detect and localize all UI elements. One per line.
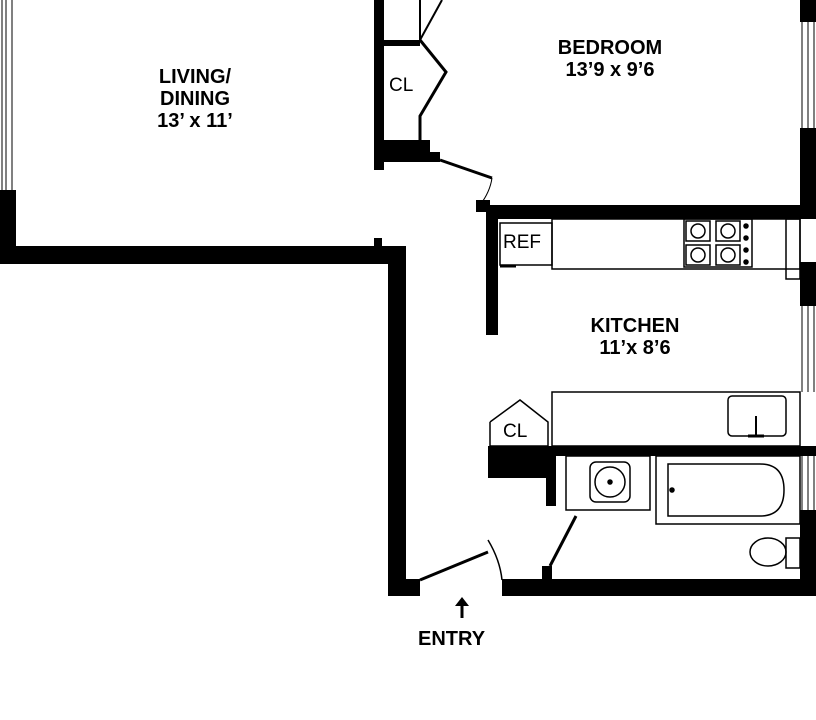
windows bbox=[1, 0, 815, 510]
refrigerator bbox=[499, 222, 553, 266]
wall-entry-left bbox=[388, 246, 406, 596]
wall-right-bath bbox=[800, 510, 816, 590]
kitchen-closet bbox=[489, 399, 549, 447]
doors bbox=[418, 0, 578, 618]
entry-arrow-icon bbox=[455, 597, 469, 618]
wall-kitchen-bath bbox=[488, 446, 816, 456]
wall-entry-bottom-right bbox=[502, 579, 816, 596]
kitchen-upper-counter bbox=[551, 218, 801, 270]
kitchen-sink bbox=[727, 395, 787, 438]
bedroom-closet-label: CL bbox=[389, 75, 414, 96]
living-dining-name: LIVING/ bbox=[158, 66, 232, 88]
living-dining-name-2: DINING bbox=[160, 88, 230, 110]
wall-left-exterior bbox=[0, 190, 16, 264]
door-entry bbox=[419, 539, 503, 582]
wall-bedroom-door-jamb bbox=[426, 152, 440, 162]
kitchen-dims: 11’x 8’6 bbox=[599, 337, 671, 359]
door-bedroom-closet bbox=[418, 0, 448, 140]
window-bedroom bbox=[801, 22, 815, 128]
wall-bedroom-closet-bottom bbox=[374, 140, 430, 162]
wall-bath-stub bbox=[542, 566, 552, 580]
kitchen-lower-counter bbox=[551, 391, 801, 447]
window-kitchen bbox=[801, 306, 815, 392]
stove bbox=[683, 218, 753, 268]
window-living bbox=[1, 0, 13, 190]
kitchen-closet-label: CL bbox=[503, 421, 528, 442]
wall-entry-stub bbox=[374, 238, 382, 248]
wall-bedroom-closet-top bbox=[384, 40, 420, 46]
living-dining-label: LIVING/ DINING 13’ x 11’ bbox=[110, 66, 280, 132]
bathroom-vanity bbox=[565, 455, 651, 511]
kitchen-label: KITCHEN 11’x 8’6 bbox=[545, 315, 725, 359]
walls bbox=[0, 0, 816, 596]
wall-kitchen-left bbox=[486, 205, 498, 335]
kitchen-fixtures bbox=[499, 218, 801, 447]
door-bath bbox=[548, 515, 578, 567]
bathtub bbox=[655, 455, 801, 525]
bedroom-label: BEDROOM 13’9 x 9’6 bbox=[520, 37, 700, 81]
refrigerator-label: REF bbox=[503, 232, 541, 253]
wall-kitchen-door-jamb bbox=[476, 200, 490, 212]
entry-label: ENTRY bbox=[418, 628, 486, 650]
wall-kitchen-top bbox=[486, 205, 816, 219]
bedroom-dims: 13’9 x 9’6 bbox=[565, 59, 655, 81]
wall-living-bedroom bbox=[374, 0, 384, 170]
wall-right-bedroom bbox=[800, 128, 816, 208]
wall-bath-closet-block bbox=[488, 446, 548, 478]
wall-living-bottom bbox=[0, 246, 406, 264]
toilet bbox=[749, 537, 801, 569]
bedroom-name: BEDROOM bbox=[557, 37, 663, 59]
wall-entry-bottom-left bbox=[388, 579, 420, 596]
living-dining-dims: 13’ x 11’ bbox=[157, 110, 233, 132]
door-bedroom bbox=[439, 158, 493, 206]
window-bath bbox=[801, 456, 815, 510]
bath-fixtures bbox=[565, 455, 801, 569]
kitchen-name: KITCHEN bbox=[590, 315, 680, 337]
wall-right-kitchen bbox=[800, 262, 816, 306]
wall-bath-left bbox=[546, 446, 556, 506]
wall-right-top bbox=[800, 0, 816, 22]
